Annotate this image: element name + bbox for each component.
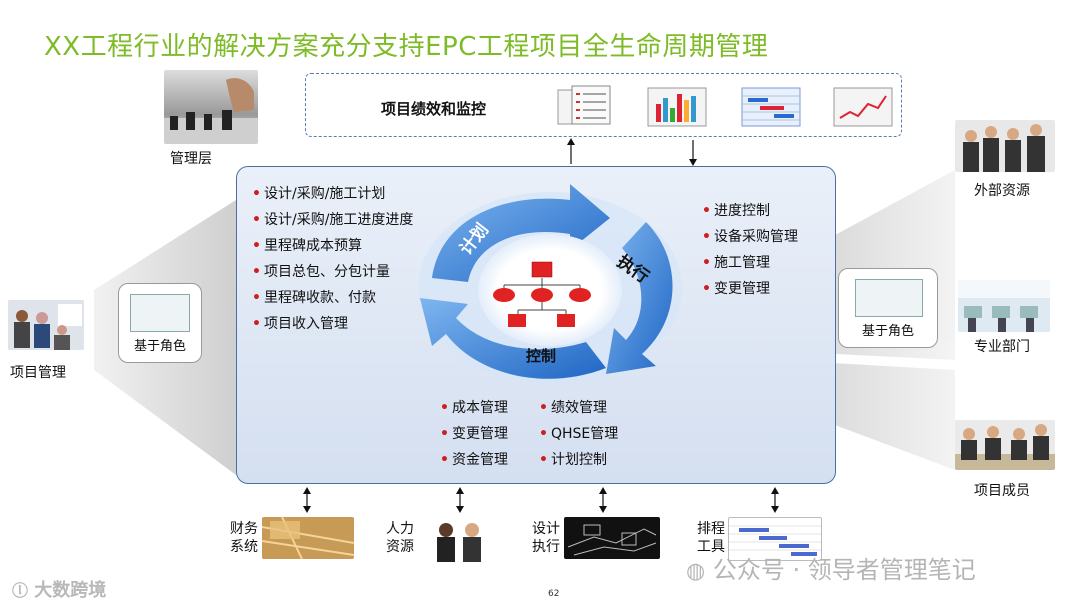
list-item: 成本管理 [440,399,540,417]
list-item: 资金管理 [440,451,540,469]
page-title: XX工程行业的解决方案充分支持EPC工程项目全生命周期管理 [44,32,769,62]
performance-monitoring-box: 项目绩效和监控 [305,73,902,137]
execution-list: 进度控制 设备采购管理 施工管理 变更管理 [702,202,832,306]
control-list-left: 成本管理 变更管理 资金管理 [440,399,540,477]
list-item: 变更管理 [440,425,540,443]
list-item: 设计/采购/施工进度进度 [252,211,422,229]
list-item: 项目收入管理 [252,315,422,333]
page-number: 62 [548,589,560,599]
scheduling-tool-label: 排程 工具 [697,521,725,555]
down-arrow-from-perf [689,140,697,166]
project-members-caption: 项目成员 [974,483,1030,499]
finance-system-label: 财务 系统 [230,521,258,555]
finance-image [262,517,354,559]
performance-label: 项目绩效和监控 [381,100,487,118]
control-list-right: 绩效管理 QHSE管理 计划控制 [539,399,649,477]
management-caption: 管理层 [170,151,212,167]
role-based-label: 基于角色 [133,339,186,354]
list-item: 绩效管理 [539,399,649,417]
department-image [958,280,1050,332]
hr-label: 人力 资源 [386,521,414,555]
list-item: 里程碑成本预算 [252,237,422,255]
list-item: 里程碑收款、付款 [252,289,422,307]
org-chart-icon [493,261,591,327]
dashboard-thumbnail [855,279,923,317]
project-management-image [8,300,84,350]
project-members-image [955,420,1055,470]
wechat-icon: ◍ [686,559,706,584]
design-double-arrow [599,487,607,513]
role-based-card-right: 基于角色 [838,268,938,348]
project-management-caption: 项目管理 [10,365,66,381]
hr-double-arrow [456,487,464,513]
scheduling-tool-image [728,517,822,561]
design-execution-label: 设计 执行 [532,521,560,555]
planning-list: 设计/采购/施工计划 设计/采购/施工进度进度 里程碑成本预算 项目总包、分包计… [252,185,422,341]
external-resources-image [955,120,1055,172]
bar-chart-icon [647,87,707,127]
line-chart-icon [833,87,893,127]
dashboard-thumbnail [130,294,190,332]
plan-execute-control-cycle: 计划 执行 控制 [418,184,682,384]
role-based-card-left: 基于角色 [118,283,202,363]
design-execution-image [564,517,660,559]
watermark-right: ◍ 公众号 · 领导者管理笔记 [686,556,976,584]
control-arrow [420,298,606,379]
finance-double-arrow [303,487,311,513]
role-based-label: 基于角色 [861,324,914,339]
report-icon [557,85,611,125]
list-item: QHSE管理 [539,425,649,443]
hr-image [428,520,492,562]
list-item: 计划控制 [539,451,649,469]
department-caption: 专业部门 [974,339,1030,355]
list-item: 设计/采购/施工计划 [252,185,422,203]
list-item: 变更管理 [702,280,832,298]
list-item: 进度控制 [702,202,832,220]
list-item: 项目总包、分包计量 [252,263,422,281]
list-item: 设备采购管理 [702,228,832,246]
schedule-double-arrow [771,487,779,513]
up-arrow-to-perf [567,138,575,164]
execute-arrow [606,222,673,374]
plan-arrow [432,184,610,282]
watermark-left: ⓛ 大数跨境 [12,580,107,601]
gantt-icon [741,87,801,127]
management-image [164,70,258,144]
list-item: 施工管理 [702,254,832,272]
control-label: 控制 [526,347,556,365]
watermark-logo-icon: ⓛ [12,581,29,600]
external-resources-caption: 外部资源 [974,183,1030,199]
